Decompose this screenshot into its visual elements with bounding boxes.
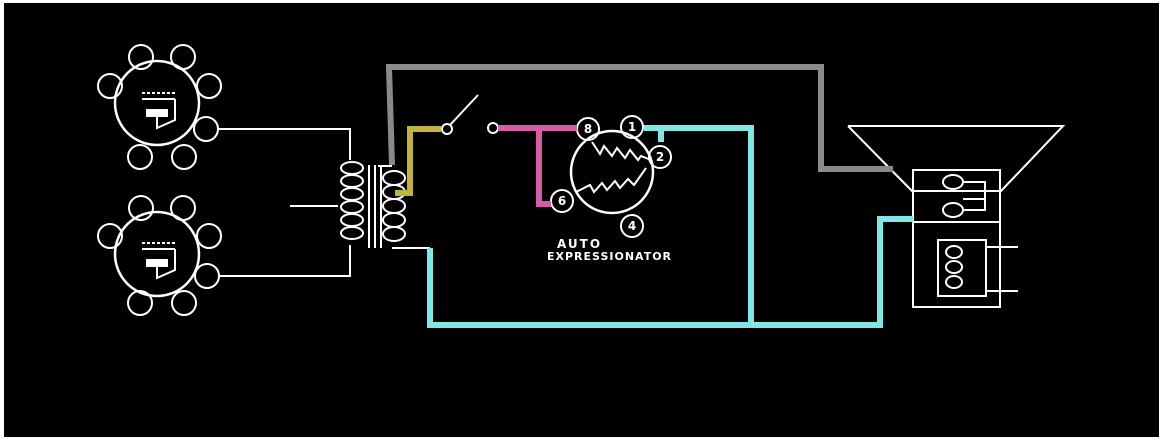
magenta-wire-drop bbox=[536, 128, 551, 207]
gray-wire bbox=[385, 64, 893, 172]
pin-label-2: 2 bbox=[656, 150, 664, 164]
pin-label-6: 6 bbox=[558, 194, 566, 208]
loudspeaker bbox=[847, 125, 1066, 308]
output-tube-upper bbox=[97, 44, 351, 170]
olive-wire bbox=[395, 126, 441, 196]
schematic-background bbox=[4, 3, 1159, 437]
pin-label-1: 1 bbox=[628, 120, 636, 134]
output-tube-lower bbox=[97, 195, 351, 316]
pin-label-4: 4 bbox=[628, 219, 636, 233]
pin-label-8: 8 bbox=[584, 122, 592, 136]
label-auto: AUTO bbox=[557, 237, 602, 251]
label-expressionator: EXPRESSIONATOR bbox=[547, 250, 672, 263]
cyan-wire-upper bbox=[644, 125, 754, 325]
switch bbox=[441, 94, 479, 135]
output-transformer bbox=[290, 161, 430, 249]
cyan-wire bbox=[427, 216, 913, 328]
auto-expressionator-socket bbox=[487, 115, 672, 238]
